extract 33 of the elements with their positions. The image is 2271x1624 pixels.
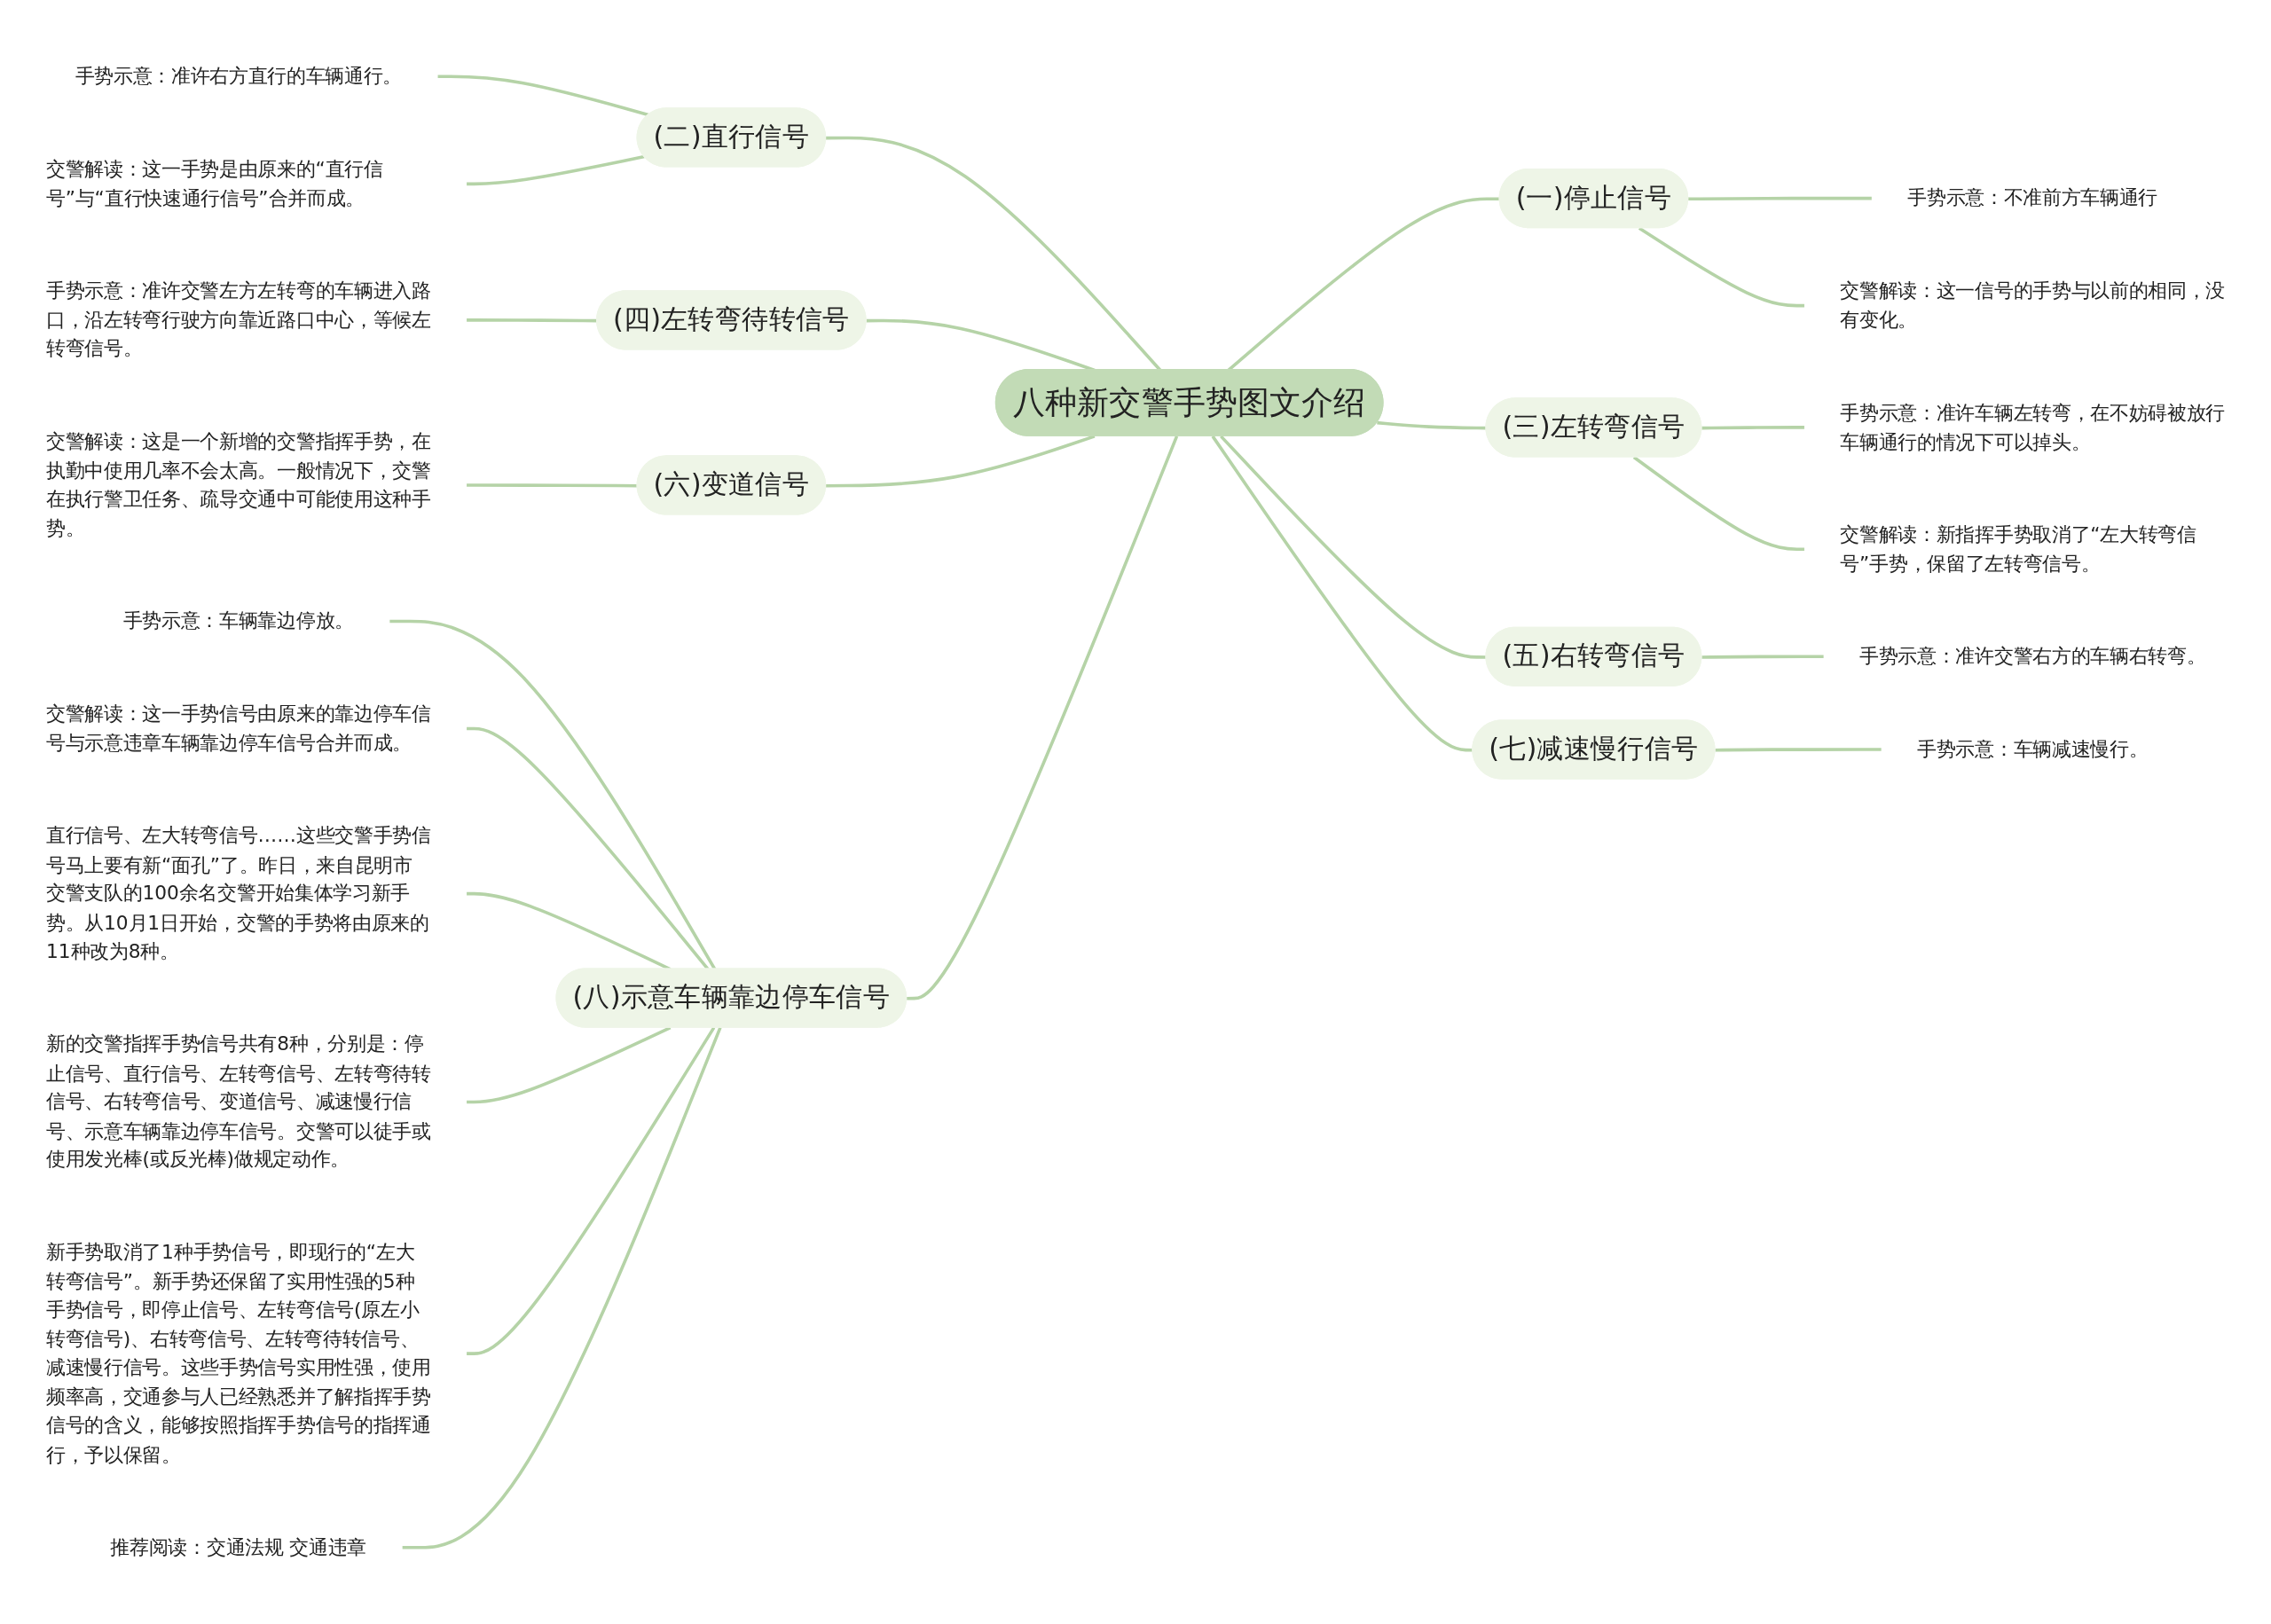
node-text: 手势示意：不准前方车辆通行 [1907,186,2158,210]
connector [1701,655,1824,659]
connector [437,75,650,117]
node-text: 手势示意：准许交警左方左转弯的车辆进入路口，沿左转弯行驶方向靠近路口中心，等候左转弯信号。 [46,279,431,361]
connector [1715,748,1882,752]
node-text: 直行信号、左大转弯信号……这些交警手势信号马上要有新“面孔”了。昨日，来自昆明市交警支队的100余名交警开始集体学习新手势。从10月1日开始，交警的手势将由原来的11种改为8种。 [46,824,431,963]
connector [826,435,1096,488]
connector [467,154,645,186]
node-text: 推荐阅读：交通法规 交通违章 [110,1535,367,1559]
node-text: 交警解读：新指挥手势取消了“左大转弯信号”手势，保留了左转弯信号。 [1840,522,2196,576]
node-text: 交警解读：这一手势是由原来的“直行信号”与“直行快速通行信号”合并而成。 [46,157,383,210]
connector [1632,456,1804,552]
node-text: 新手势取消了1种手势信号，即现行的“左大转弯信号”。新手势还保留了实用性强的5种手势信号，即停止信号、左转弯信号(原左小转弯信号)、右转弯信号、左转弯待转信号、减速慢行信号。这些手势信号实用性强，使用频率高，交通参与人已经熟悉并了解指挥手势信号的含义，能够按照指挥手势信号的指挥通行，予以保留。 [46,1240,431,1466]
connector [467,318,598,323]
node-text: 手势示意：车辆靠边停放。 [122,609,354,633]
node-text: 手势示意：准许右方直行的车辆通行。 [75,64,403,88]
node-text: 手势示意：准许交警右方的车辆右转弯。 [1859,644,2206,668]
node-text: 交警解读：这一手势信号由原来的靠边停车信号与示意违章车辆靠边停车信号合并而成。 [46,702,431,755]
connector [1638,226,1804,308]
connector [389,619,717,970]
connector [1220,435,1487,659]
node-text: 手势示意：准许车辆左转弯，在不妨碍被放行车辆通行的情况下可以掉头。 [1840,401,2225,453]
node-text: 新的交警指挥手势信号共有8种，分别是：停止信号、直行信号、左转弯信号、左转弯待转信号、右转弯信号、变道信号、减速慢行信号、示意车辆靠边停车信号。交警可以徒手或使用发光棒(或反光棒)做规定动作。 [46,1032,431,1172]
connector [402,1027,722,1549]
connector [907,435,1179,1000]
connector [1377,420,1487,430]
node-text: 交警解读：这一信号的手势与以前的相同，没有变化。 [1840,279,2225,332]
node-text: 手势示意：车辆减速慢行。 [1917,737,2149,761]
connector [467,1026,672,1104]
connector [1701,426,1804,430]
connector [1688,196,1872,201]
node-text: 交警解读：这是一个新增的交警指挥手势，在执勤中使用几率不会太高。一般情况下，交警在执行警卫任务、疏导交通中可能使用这种手势。 [46,429,431,540]
connector [467,1026,716,1355]
